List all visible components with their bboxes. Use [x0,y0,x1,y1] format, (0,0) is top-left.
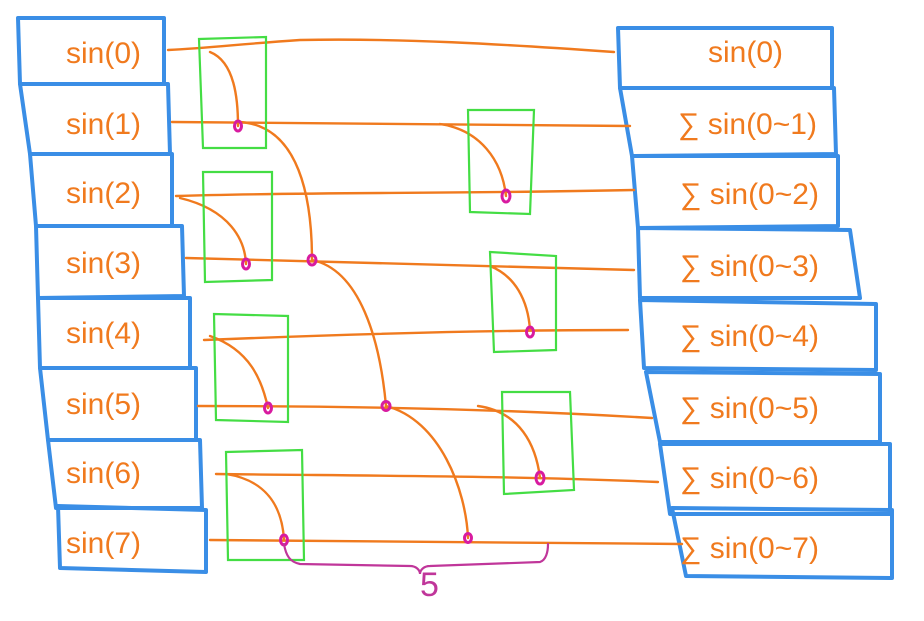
transfer-1-2 [438,122,508,198]
output-label-3: ∑ sin(0~3) [680,250,819,283]
node-4 [525,325,535,339]
output-cell-3 [636,226,862,300]
transfer-0-1 [208,50,240,128]
group-box-5 [466,108,536,216]
wire-row-6 [214,472,660,484]
input-label-7: sin(7) [66,527,141,560]
node-3b [306,253,318,267]
input-cell-7 [56,504,208,574]
group-box-4 [224,448,306,562]
transfer-3-4 [488,264,532,332]
output-label-5: ∑ sin(0~5) [680,392,819,425]
input-label-5: sin(5) [66,388,141,421]
output-label-2: ∑ sin(0~2) [680,178,819,211]
wire-row-0 [166,38,616,54]
group-box-1 [197,35,268,150]
transfer-4-5 [208,334,270,410]
input-label-0: sin(0) [66,37,141,70]
transfer-2-3 [178,196,248,266]
output-cell-7 [670,506,894,580]
wire-row-2 [174,188,636,198]
group-box-7 [500,390,576,496]
transfer-1-3 [238,120,314,262]
node-6 [534,470,546,486]
horizontal-wires [166,38,684,546]
transfer-5-7 [384,404,470,540]
brace-label: 5 [420,566,439,604]
output-label-1: ∑ sin(0~1) [678,108,817,141]
brace-annotation: 5 [282,542,550,604]
output-label-0: sin(0) [708,36,783,69]
input-column: sin(0) sin(1) sin(2) sin(3) sin(4) sin(5… [16,16,208,574]
input-label-1: sin(1) [66,108,141,141]
output-label-7: ∑ sin(0~7) [680,532,819,565]
input-label-6: sin(6) [66,457,141,490]
output-label-4: ∑ sin(0~4) [680,320,819,353]
node-2 [500,188,512,204]
wire-row-4 [202,328,630,342]
transfer-6-7 [224,472,286,542]
group-boxes [197,35,576,562]
group-box-3 [212,312,290,424]
output-column: sin(0) ∑ sin(0~1) ∑ sin(0~2) ∑ sin(0~3) … [616,26,894,580]
node-5b [380,400,392,412]
input-label-3: sin(3) [66,247,141,280]
transfer-wires [178,50,542,542]
node-7b [463,532,473,544]
node-5a [263,401,273,415]
group-box-6 [488,250,558,354]
output-label-6: ∑ sin(0~6) [680,462,819,495]
output-cell-4 [638,298,878,372]
transfer-3-5 [310,258,388,408]
transfer-5-6 [476,404,542,480]
node-1 [233,119,243,133]
output-cell-2 [630,154,840,230]
node-3a [241,257,251,271]
group-box-2 [201,170,274,284]
input-label-2: sin(2) [66,177,141,210]
wire-row-3 [184,256,636,272]
input-label-4: sin(4) [66,317,141,350]
span-brace [282,542,550,575]
